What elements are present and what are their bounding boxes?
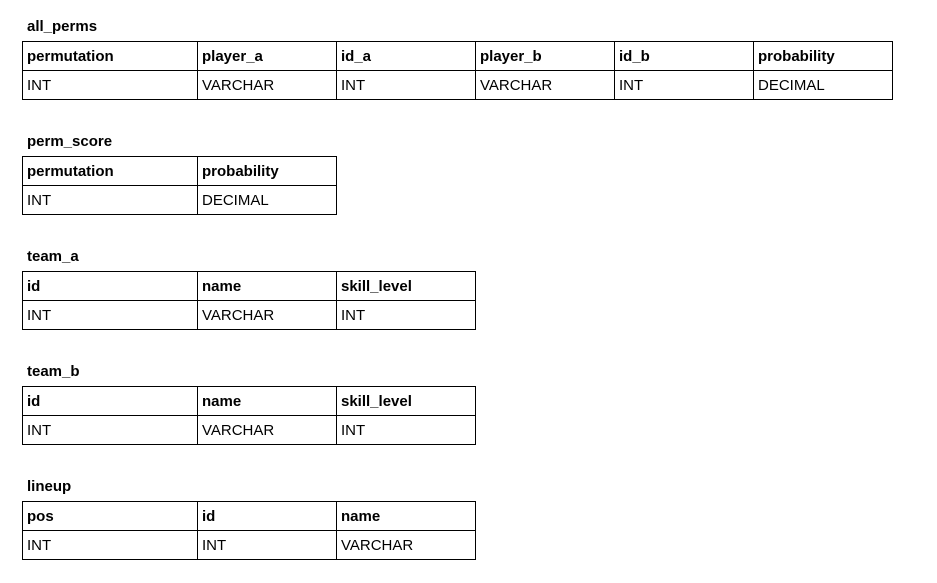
table-name: all_perms [27,18,98,35]
column-type-cell: DECIMAL [197,185,337,215]
column-name-cell: permutation [22,156,198,186]
column-name-cell: skill_level [336,386,476,416]
column-type-cell: INT [22,415,198,445]
column-type-cell: DECIMAL [753,70,893,100]
column-name-cell: name [197,386,337,416]
column-name-cell: skill_level [336,271,476,301]
column-type-cell: INT [614,70,754,100]
column-name-cell: id [22,271,198,301]
column-type-cell: VARCHAR [197,415,337,445]
column-name-cell: id_a [336,41,476,71]
table-name: team_b [27,363,80,380]
table-name: perm_score [27,133,113,150]
column-name-cell: player_b [475,41,615,71]
column-name-cell: id [22,386,198,416]
column-name-cell: name [197,271,337,301]
column-type-cell: INT [22,185,198,215]
column-name-cell: permutation [22,41,198,71]
column-type-cell: INT [197,530,337,560]
column-type-cell: INT [22,300,198,330]
column-name-cell: id_b [614,41,754,71]
column-type-cell: INT [336,70,476,100]
column-type-cell: INT [336,300,476,330]
column-name-cell: probability [197,156,337,186]
table-name: team_a [27,248,79,265]
column-name-cell: probability [753,41,893,71]
column-type-cell: INT [22,70,198,100]
column-type-cell: INT [22,530,198,560]
column-name-cell: name [336,501,476,531]
column-type-cell: VARCHAR [197,70,337,100]
column-name-cell: id [197,501,337,531]
column-type-cell: VARCHAR [197,300,337,330]
column-type-cell: VARCHAR [336,530,476,560]
column-name-cell: pos [22,501,198,531]
table-name: lineup [27,478,72,495]
column-type-cell: VARCHAR [475,70,615,100]
column-name-cell: player_a [197,41,337,71]
column-type-cell: INT [336,415,476,445]
